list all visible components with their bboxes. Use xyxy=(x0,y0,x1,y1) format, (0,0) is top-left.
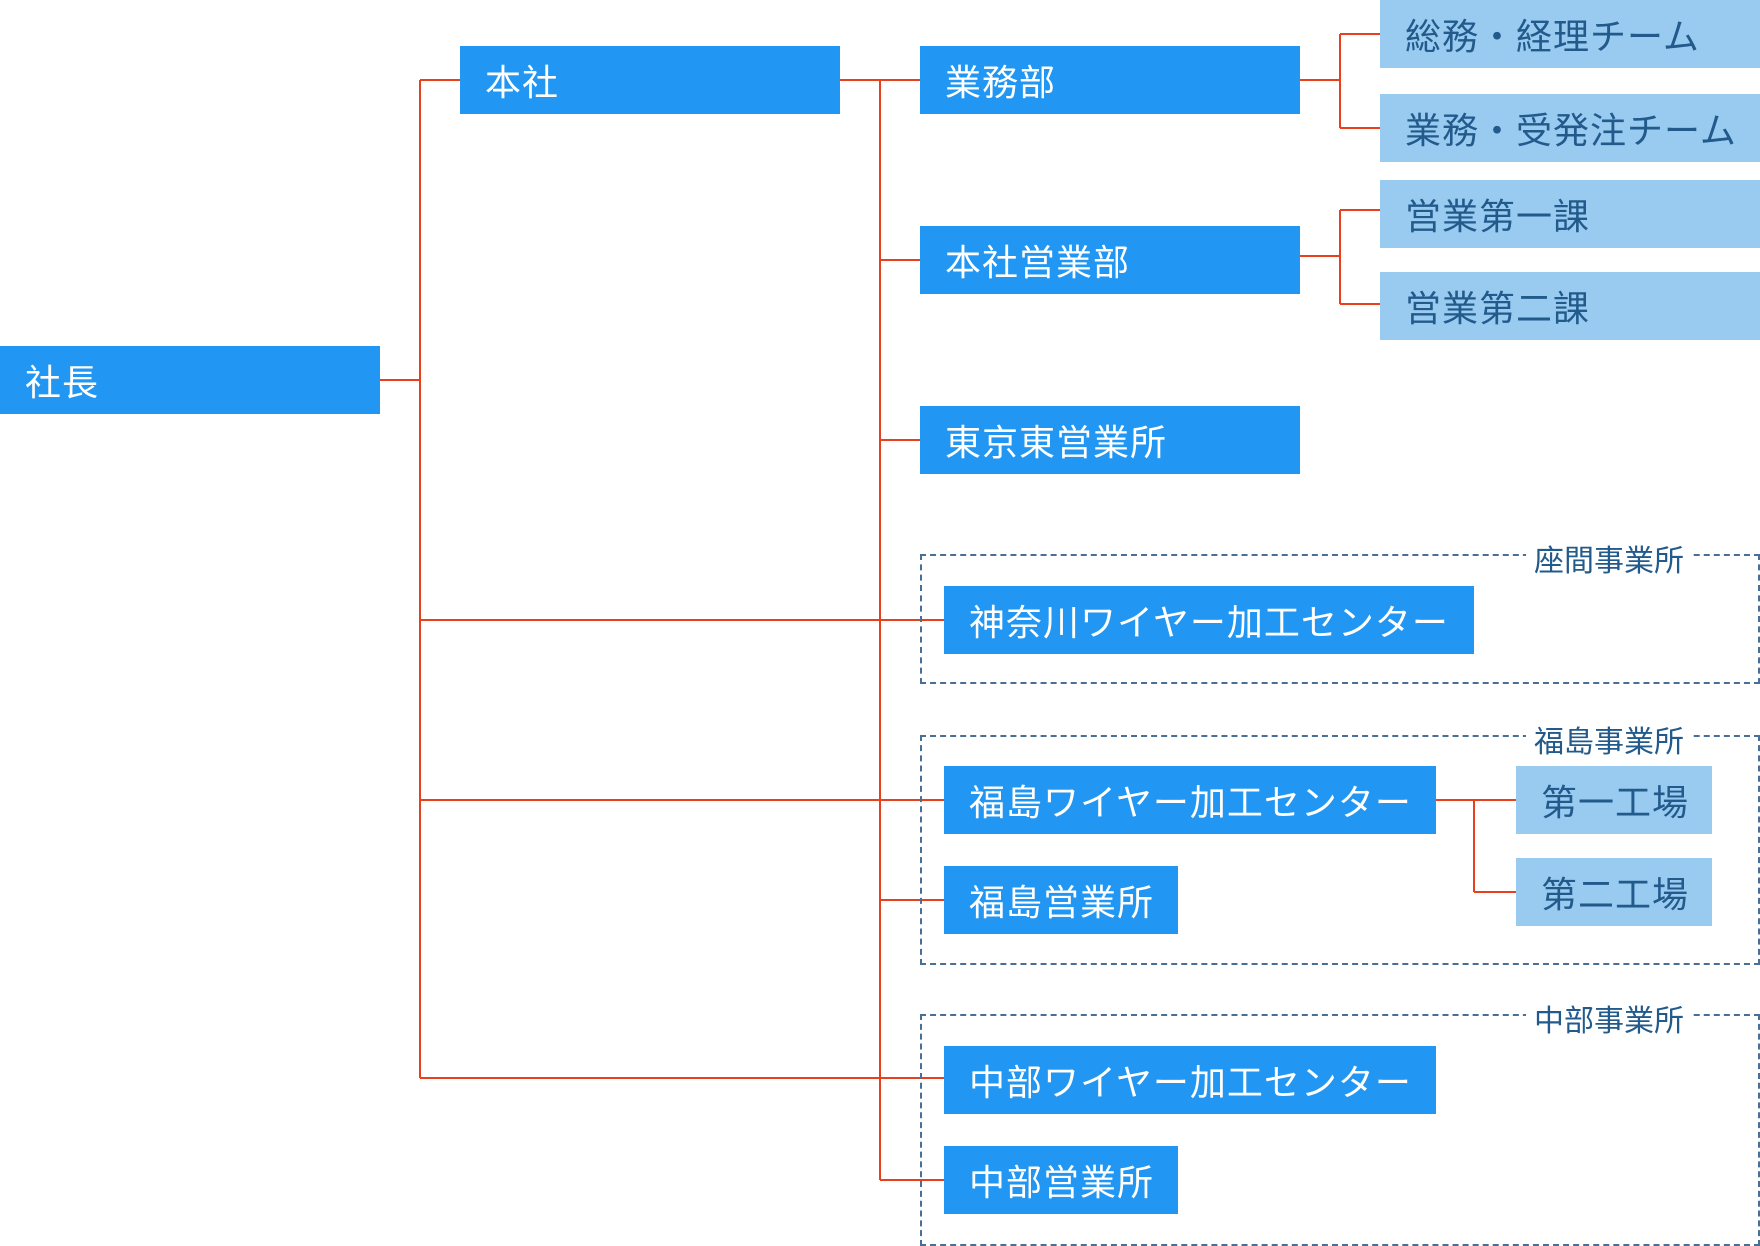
office-group-fukushima xyxy=(920,735,1760,965)
node-daiichi-kojo: 第一工場 xyxy=(1516,766,1712,834)
office-group-zama xyxy=(920,554,1760,684)
node-team-soumu-keiri: 総務・経理チーム xyxy=(1380,0,1760,68)
node-honsha: 本社 xyxy=(460,46,840,114)
node-kanagawa-wire-center: 神奈川ワイヤー加工センター xyxy=(944,586,1474,654)
office-label-fukushima: 福島事業所 xyxy=(1526,717,1692,761)
node-fukushima-wire-center: 福島ワイヤー加工センター xyxy=(944,766,1436,834)
office-label-chubu: 中部事業所 xyxy=(1526,996,1692,1040)
node-tokyo-higashi-eigyosho: 東京東営業所 xyxy=(920,406,1300,474)
node-fukushima-eigyosho: 福島営業所 xyxy=(944,866,1178,934)
node-eigyo-daiichi-ka: 営業第一課 xyxy=(1380,180,1760,248)
node-president: 社長 xyxy=(0,346,380,414)
node-chubu-eigyosho: 中部営業所 xyxy=(944,1146,1178,1214)
node-honsha-eigyobu: 本社営業部 xyxy=(920,226,1300,294)
node-chubu-wire-center: 中部ワイヤー加工センター xyxy=(944,1046,1436,1114)
node-daini-kojo: 第二工場 xyxy=(1516,858,1712,926)
node-gyomubu: 業務部 xyxy=(920,46,1300,114)
office-label-zama: 座間事業所 xyxy=(1526,536,1692,580)
node-eigyo-daini-ka: 営業第二課 xyxy=(1380,272,1760,340)
node-team-gyomu-juhatchu: 業務・受発注チーム xyxy=(1380,94,1760,162)
office-group-chubu xyxy=(920,1014,1760,1246)
